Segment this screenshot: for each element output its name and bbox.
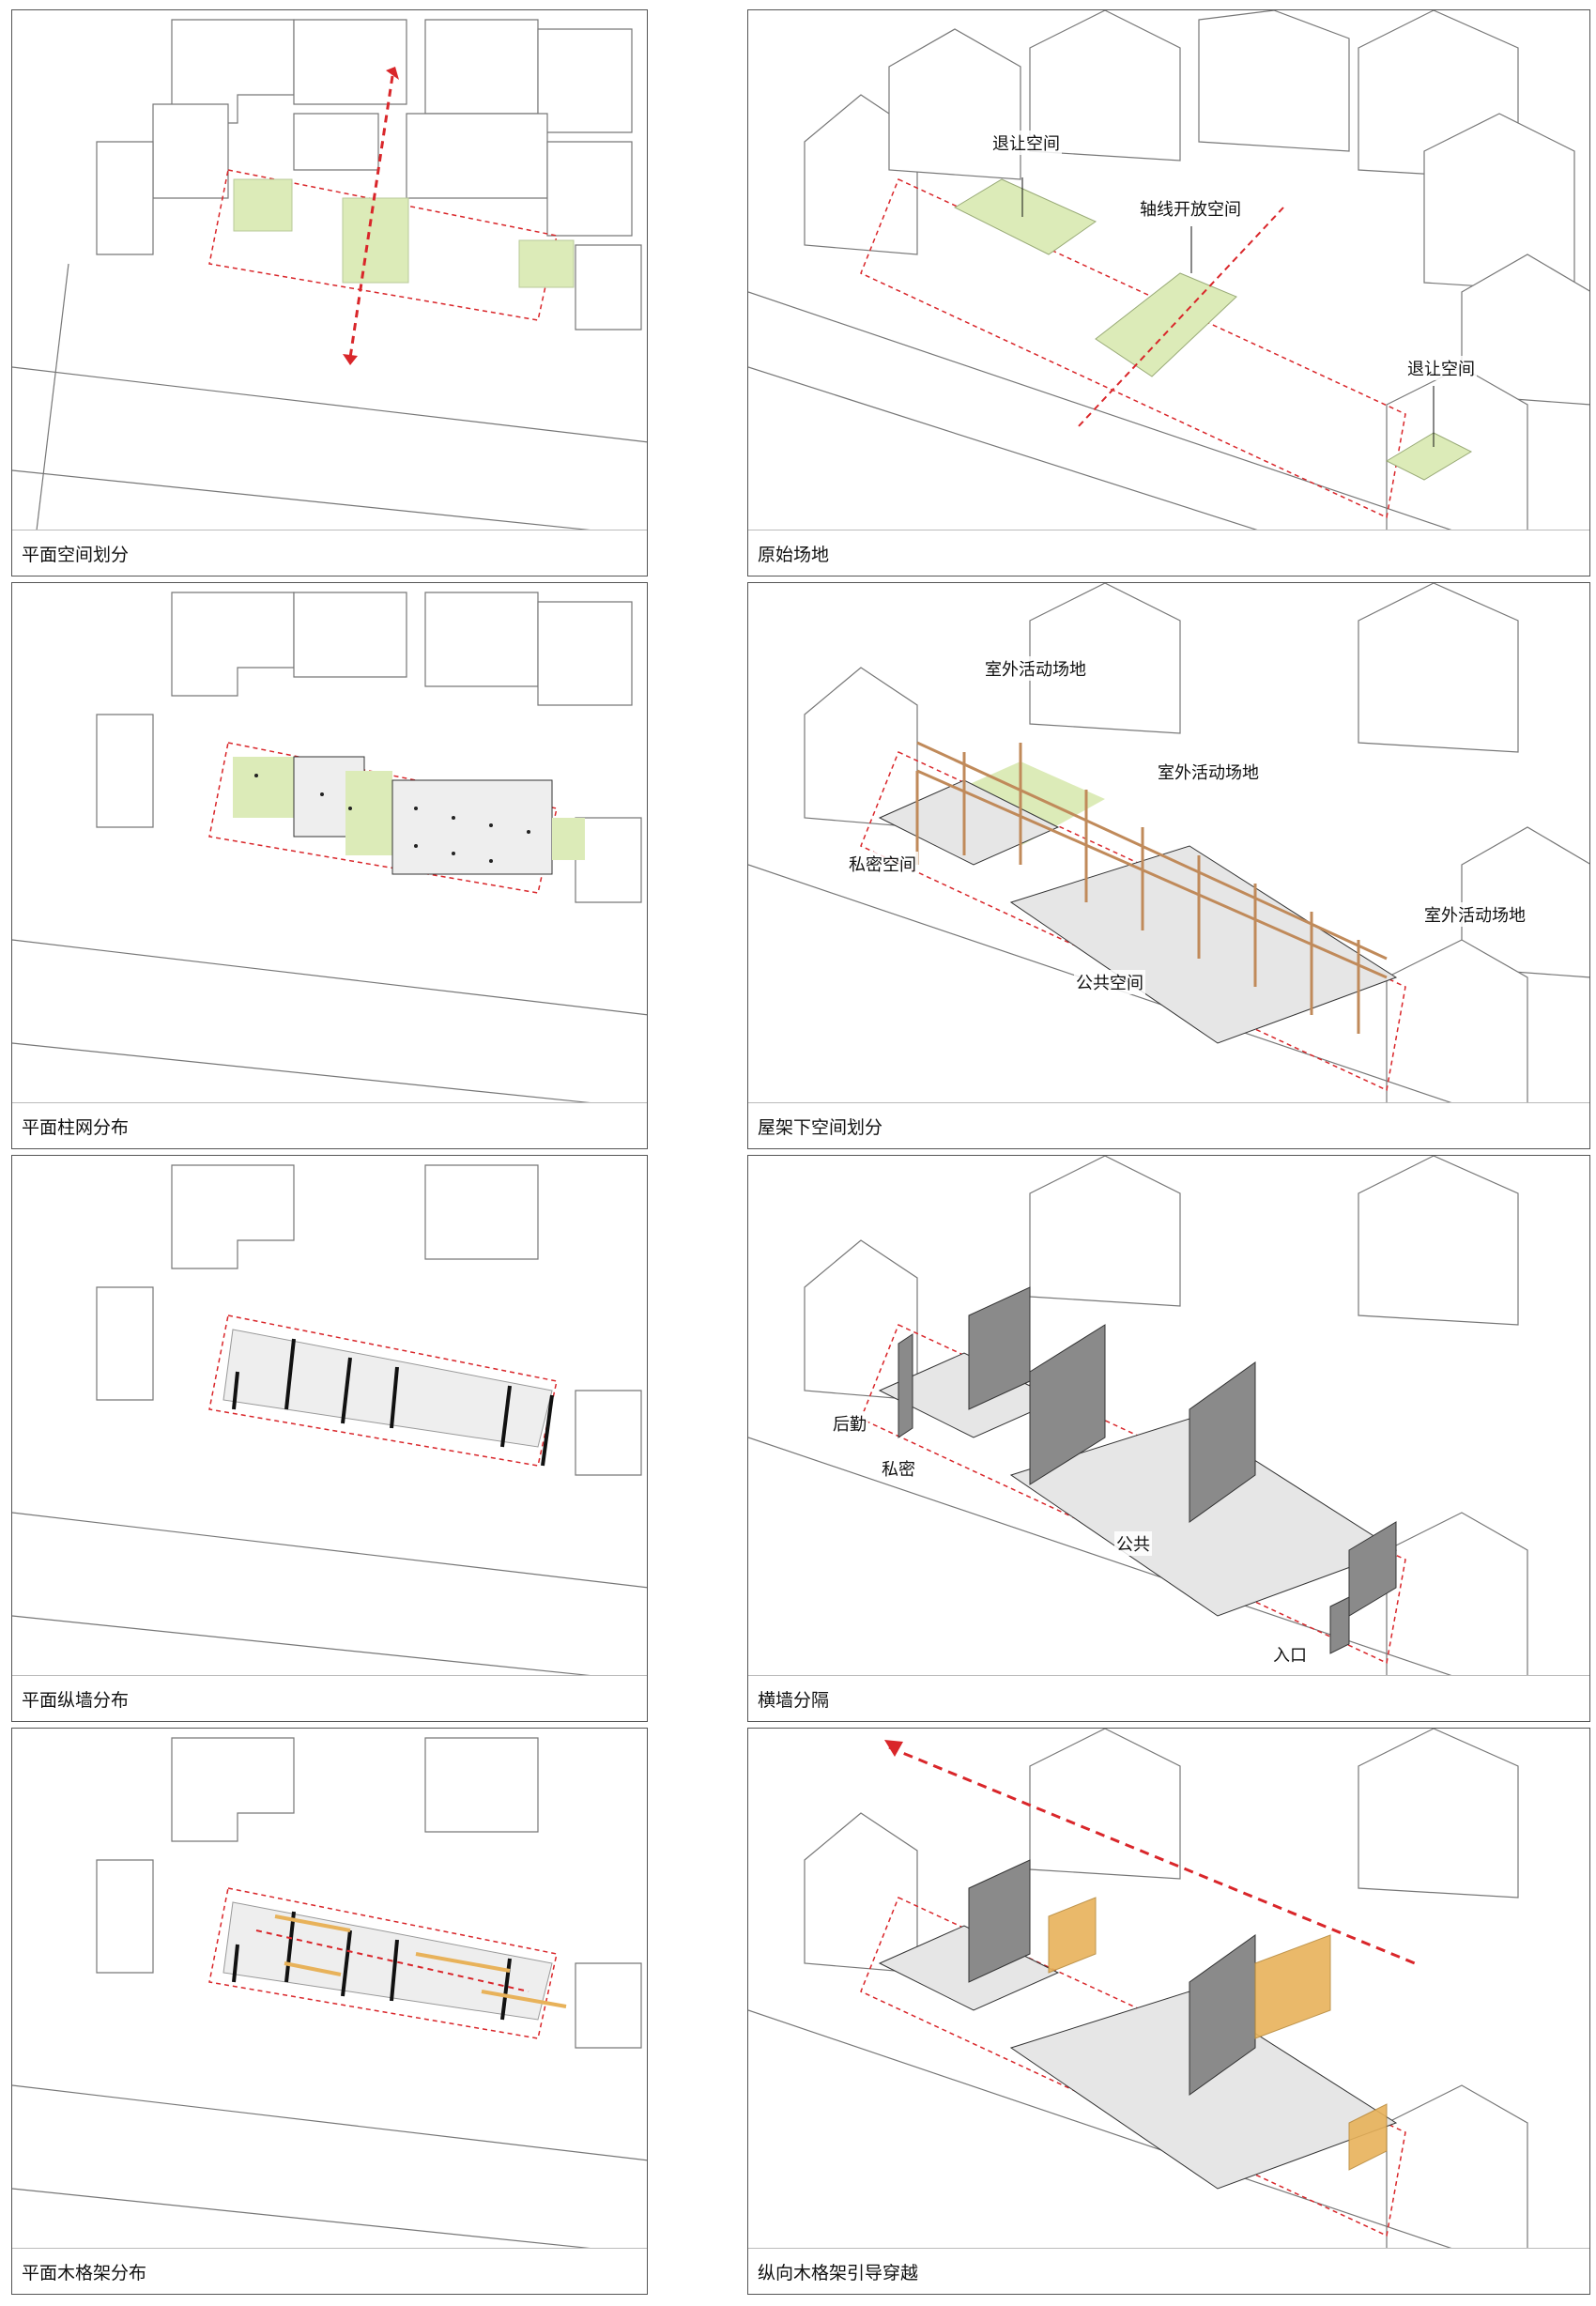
label-back-of-house: 后勤 bbox=[831, 1411, 868, 1436]
label-private: 私密 bbox=[880, 1456, 917, 1481]
caption-bar bbox=[12, 1675, 647, 1721]
axon-drawing bbox=[748, 10, 1589, 576]
panel-caption: 平面纵墙分布 bbox=[22, 1691, 130, 1711]
caption-bar bbox=[12, 530, 647, 576]
green-space-left bbox=[233, 178, 293, 232]
panel-caption: 屋架下空间划分 bbox=[758, 1118, 883, 1138]
green-setback-right bbox=[1385, 432, 1473, 481]
panel-caption: 原始场地 bbox=[758, 546, 830, 565]
caption-bar bbox=[748, 1102, 1589, 1148]
caption-bar bbox=[748, 1675, 1589, 1721]
caption-bar bbox=[748, 2248, 1589, 2294]
label-axis-open: 轴线开放空间 bbox=[1138, 196, 1243, 221]
axis-arrow bbox=[1076, 207, 1284, 429]
label-setback-1: 退让空间 bbox=[990, 131, 1062, 155]
plan-drawing bbox=[12, 19, 647, 576]
green-axis-space bbox=[1095, 272, 1237, 377]
panel-caption: 平面柱网分布 bbox=[22, 1118, 130, 1138]
panel-original-site: 退让空间 轴线开放空间 退让空间 原始场地 bbox=[747, 9, 1590, 576]
label-setback-2: 退让空间 bbox=[1405, 356, 1477, 380]
label-outdoor-activity-1: 室外活动场地 bbox=[983, 656, 1088, 681]
green-space-right bbox=[518, 239, 575, 288]
panel-longitudinal-lattice-passage: 纵向木格架引导穿越 bbox=[747, 1728, 1590, 2295]
panel-caption: 平面空间划分 bbox=[22, 546, 130, 565]
plan-drawing bbox=[12, 1737, 647, 2255]
panel-space-under-roof: 室外活动场地 室外活动场地 私密空间 室外活动场地 公共空间 屋架下空间划分 bbox=[747, 582, 1590, 1149]
green-setback-left bbox=[953, 178, 1097, 255]
axon-drawing bbox=[748, 1729, 1588, 2294]
panel-plan-space-division: 平面空间划分 bbox=[11, 9, 648, 576]
panel-transverse-walls: 后勤 私密 公共 入口 横墙分隔 bbox=[747, 1155, 1590, 1722]
green-space-axis bbox=[342, 197, 409, 284]
caption-bar bbox=[12, 2248, 647, 2294]
panel-plan-column-grid: 平面柱网分布 bbox=[11, 582, 648, 1149]
label-public: 公共 bbox=[1114, 1531, 1152, 1556]
plan-drawing bbox=[12, 592, 647, 1110]
label-private-space: 私密空间 bbox=[847, 852, 918, 876]
axon-drawing bbox=[748, 1156, 1588, 1721]
caption-bar bbox=[748, 530, 1589, 576]
panel-plan-timber-lattice: 平面木格架分布 bbox=[11, 1728, 648, 2295]
panel-caption: 横墙分隔 bbox=[758, 1691, 830, 1711]
plan-drawing bbox=[12, 1164, 647, 1683]
axon-drawing bbox=[748, 583, 1589, 1148]
panel-plan-longitudinal-walls: 平面纵墙分布 bbox=[11, 1155, 648, 1722]
label-outdoor-activity-2: 室外活动场地 bbox=[1156, 760, 1261, 784]
label-entrance: 入口 bbox=[1271, 1642, 1309, 1667]
panel-caption: 纵向木格架引导穿越 bbox=[758, 2264, 919, 2283]
caption-bar bbox=[12, 1102, 647, 1148]
panel-caption: 平面木格架分布 bbox=[22, 2264, 147, 2283]
axis-arrow bbox=[348, 75, 394, 359]
label-outdoor-activity-3: 室外活动场地 bbox=[1422, 902, 1527, 927]
label-public-space: 公共空间 bbox=[1074, 970, 1145, 994]
